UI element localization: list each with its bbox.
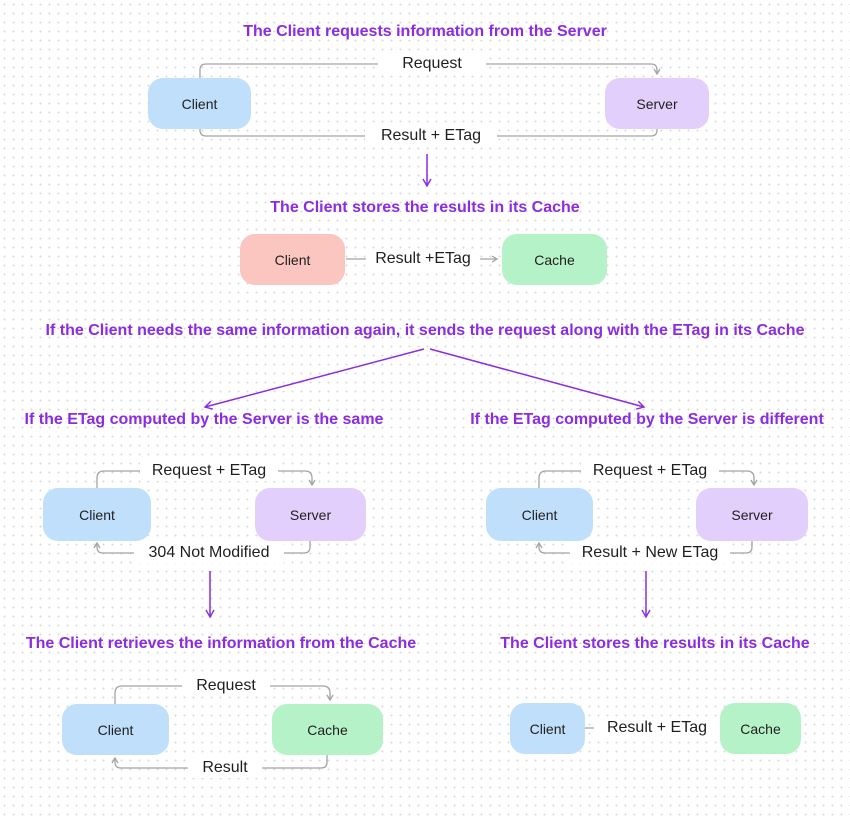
d6-client-node: Client: [510, 703, 585, 754]
d4-client-node: Client: [486, 488, 593, 541]
heading-stores-in-cache: The Client stores the results in its Cac…: [500, 635, 810, 652]
d3-server-node: Server: [255, 488, 366, 541]
d2-result-label: Result +ETag: [366, 249, 480, 269]
heading-retrieves-from-cache: The Client retrieves the information fro…: [25, 635, 417, 652]
heading-etag-same: If the ETag computed by the Server is th…: [24, 411, 384, 428]
heading-client-stores: The Client stores the results in its Cac…: [270, 199, 580, 216]
d5-request-label: Request: [182, 676, 270, 696]
d1-client-node: Client: [148, 78, 251, 129]
d3-request-label: Request + ETag: [140, 461, 278, 481]
d1-request-label: Request: [378, 54, 486, 74]
d4-result-label: Result + New ETag: [570, 543, 730, 563]
d6-result-label: Result + ETag: [594, 718, 720, 738]
d6-cache-node: Cache: [720, 703, 801, 754]
d2-client-node: Client: [240, 234, 345, 285]
d5-cache-node: Cache: [272, 704, 383, 755]
d2-cache-node: Cache: [502, 234, 607, 285]
flow-arrow-split-right: [429, 348, 646, 410]
d3-notmodified-label: 304 Not Modified: [134, 543, 284, 563]
d3-client-node: Client: [43, 488, 151, 541]
flow-arrow-split-left: [203, 348, 425, 410]
d5-result-label: Result: [188, 758, 262, 778]
d4-server-node: Server: [696, 488, 808, 541]
d1-server-node: Server: [605, 78, 709, 129]
heading-same-info-again: If the Client needs the same information…: [45, 322, 805, 339]
d1-result-label: Result + ETag: [365, 126, 497, 146]
heading-client-requests: The Client requests information from the…: [243, 23, 607, 40]
d5-client-node: Client: [62, 704, 169, 755]
heading-etag-different: If the ETag computed by the Server is di…: [470, 411, 824, 428]
d4-request-label: Request + ETag: [581, 461, 719, 481]
